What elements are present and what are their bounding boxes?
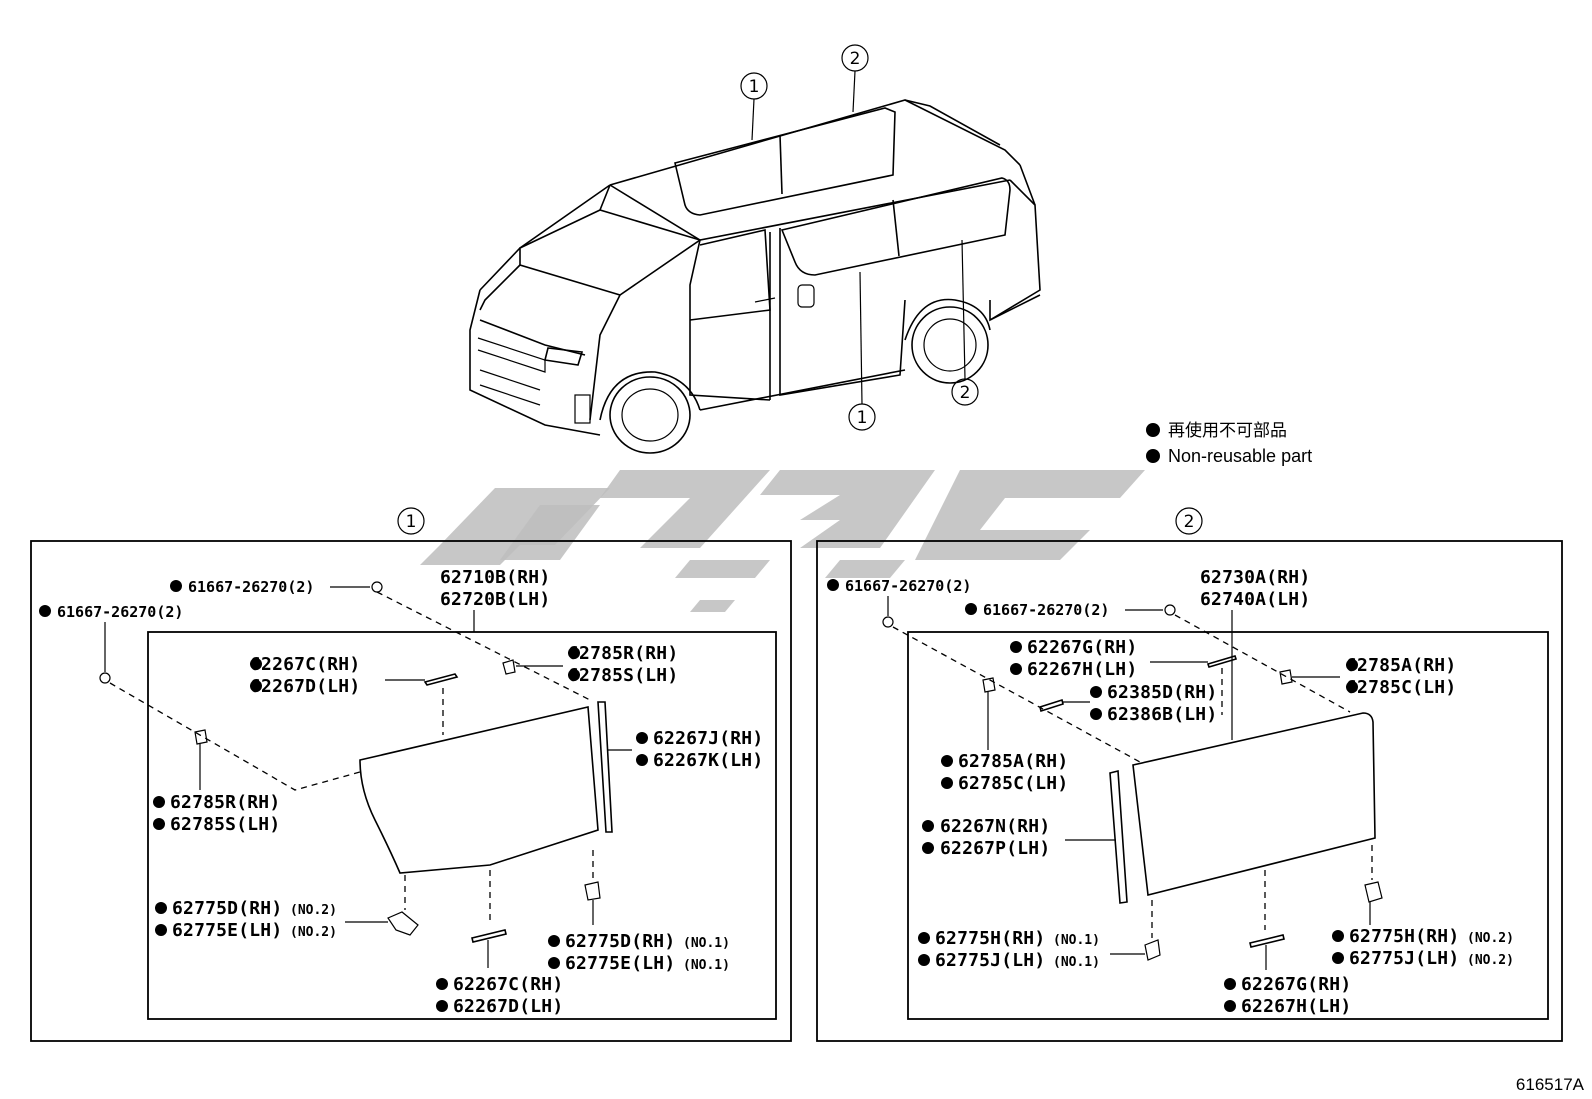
van-callouts: 1 2 1 2 xyxy=(740,44,979,431)
svg-text:1: 1 xyxy=(749,77,760,97)
panel-1: 1 62710B(RH) 62720B(LH) 61667-26270(2) 6… xyxy=(30,507,792,1042)
svg-text:(NO.2): (NO.2) xyxy=(1467,931,1514,946)
svg-text:62267D(LH): 62267D(LH) xyxy=(453,996,563,1017)
svg-text:62775E(LH): 62775E(LH) xyxy=(172,920,282,941)
svg-text:1: 1 xyxy=(406,512,417,532)
svg-text:61667-26270(2): 61667-26270(2) xyxy=(983,601,1109,619)
svg-text:62720B(LH): 62720B(LH) xyxy=(440,589,550,610)
svg-text:62267K(LH): 62267K(LH) xyxy=(653,750,763,771)
svg-text:62267C(RH): 62267C(RH) xyxy=(250,654,360,675)
svg-text:(NO.1): (NO.1) xyxy=(683,958,730,973)
svg-text:62267H(LH): 62267H(LH) xyxy=(1027,659,1137,680)
svg-text:62267H(LH): 62267H(LH) xyxy=(1241,996,1351,1017)
svg-text:62267D(LH): 62267D(LH) xyxy=(250,676,360,697)
svg-text:62785C(LH): 62785C(LH) xyxy=(958,773,1068,794)
clip-part-number: 61667-26270(2) xyxy=(188,578,314,596)
clip-icon xyxy=(1164,604,1176,616)
svg-text:62386B(LH): 62386B(LH) xyxy=(1107,704,1217,725)
svg-text:62267J(RH): 62267J(RH) xyxy=(653,728,763,749)
moulding-icon xyxy=(423,673,459,686)
panel-2: 2 62730A(RH) 62740A(LH) 61667-26270(2) 6… xyxy=(816,507,1563,1042)
svg-text:62267N(RH): 62267N(RH) xyxy=(940,816,1050,837)
svg-text:62775H(RH): 62775H(RH) xyxy=(1349,926,1459,947)
moulding-icon xyxy=(1206,655,1238,668)
svg-text:62267G(RH): 62267G(RH) xyxy=(1027,637,1137,658)
stopper-icon xyxy=(387,911,419,936)
side-glass-outline xyxy=(780,177,1011,276)
svg-text:61667-26270(2): 61667-26270(2) xyxy=(57,603,183,621)
svg-text:62785S(LH): 62785S(LH) xyxy=(568,665,678,686)
svg-text:62267P(LH): 62267P(LH) xyxy=(940,838,1050,859)
spacer-icon xyxy=(1279,669,1293,685)
roof-glass-outline xyxy=(674,107,896,216)
weatherstrip-icon xyxy=(1109,769,1128,904)
svg-text:62267G(RH): 62267G(RH) xyxy=(1241,974,1351,995)
svg-text:Non-reusable part: Non-reusable part xyxy=(1168,446,1312,466)
svg-text:2: 2 xyxy=(850,49,861,69)
svg-text:再使用不可部品: 再使用不可部品 xyxy=(1168,420,1287,441)
stopper-icon xyxy=(1144,939,1161,961)
moulding-icon xyxy=(471,929,507,943)
clip-part-number: 61667-26270(2) xyxy=(845,577,971,595)
non-reusable-dot-icon xyxy=(1146,423,1160,437)
svg-text:62785A(RH): 62785A(RH) xyxy=(1346,655,1456,676)
svg-text:62385D(RH): 62385D(RH) xyxy=(1107,682,1217,703)
moulding-icon xyxy=(1249,934,1285,948)
side-glass-panel-2 xyxy=(1132,712,1376,896)
clip-icon xyxy=(99,672,111,684)
spacer-icon xyxy=(982,677,996,693)
side-glass-panel-1 xyxy=(359,706,599,874)
svg-text:62785R(RH): 62785R(RH) xyxy=(568,643,678,664)
weatherstrip-icon xyxy=(597,701,613,833)
svg-text:62775J(LH): 62775J(LH) xyxy=(935,950,1045,971)
svg-text:62775D(RH): 62775D(RH) xyxy=(565,931,675,952)
bracket-icon xyxy=(1039,698,1064,713)
svg-text:(NO.2): (NO.2) xyxy=(1467,953,1514,968)
svg-text:62775J(LH): 62775J(LH) xyxy=(1349,948,1459,969)
clip-icon xyxy=(371,581,383,593)
svg-text:(NO.1): (NO.1) xyxy=(683,936,730,951)
svg-text:62785R(RH): 62785R(RH) xyxy=(170,792,280,813)
svg-text:62785C(LH): 62785C(LH) xyxy=(1346,677,1456,698)
svg-text:1: 1 xyxy=(857,408,868,428)
stopper-icon xyxy=(584,881,601,901)
svg-text:(NO.1): (NO.1) xyxy=(1053,933,1100,948)
svg-text:2: 2 xyxy=(1184,512,1195,532)
svg-text:62785S(LH): 62785S(LH) xyxy=(170,814,280,835)
svg-text:(NO.2): (NO.2) xyxy=(290,903,337,918)
stopper-icon xyxy=(1364,881,1383,903)
brand-logo-watermark xyxy=(420,470,1145,612)
svg-text:2: 2 xyxy=(960,383,971,403)
spacer-icon xyxy=(194,729,208,745)
non-reusable-dot-icon xyxy=(1146,449,1160,463)
svg-text:62267C(RH): 62267C(RH) xyxy=(453,974,563,995)
svg-text:62785A(RH): 62785A(RH) xyxy=(958,751,1068,772)
image-reference-number: 616517A xyxy=(1516,1075,1585,1094)
svg-text:62775D(RH): 62775D(RH) xyxy=(172,898,282,919)
svg-text:(NO.1): (NO.1) xyxy=(1053,955,1100,970)
svg-text:62775E(LH): 62775E(LH) xyxy=(565,953,675,974)
svg-text:62740A(LH): 62740A(LH) xyxy=(1200,589,1310,610)
assembly-part-number: 62710B(RH) xyxy=(440,567,550,588)
clip-icon xyxy=(882,616,894,628)
svg-text:62775H(RH): 62775H(RH) xyxy=(935,928,1045,949)
svg-text:(NO.2): (NO.2) xyxy=(290,925,337,940)
spacer-icon xyxy=(502,659,516,675)
van-illustration xyxy=(469,99,1041,454)
assembly-part-number: 62730A(RH) xyxy=(1200,567,1310,588)
legend: 再使用不可部品 Non-reusable part xyxy=(1146,420,1312,466)
